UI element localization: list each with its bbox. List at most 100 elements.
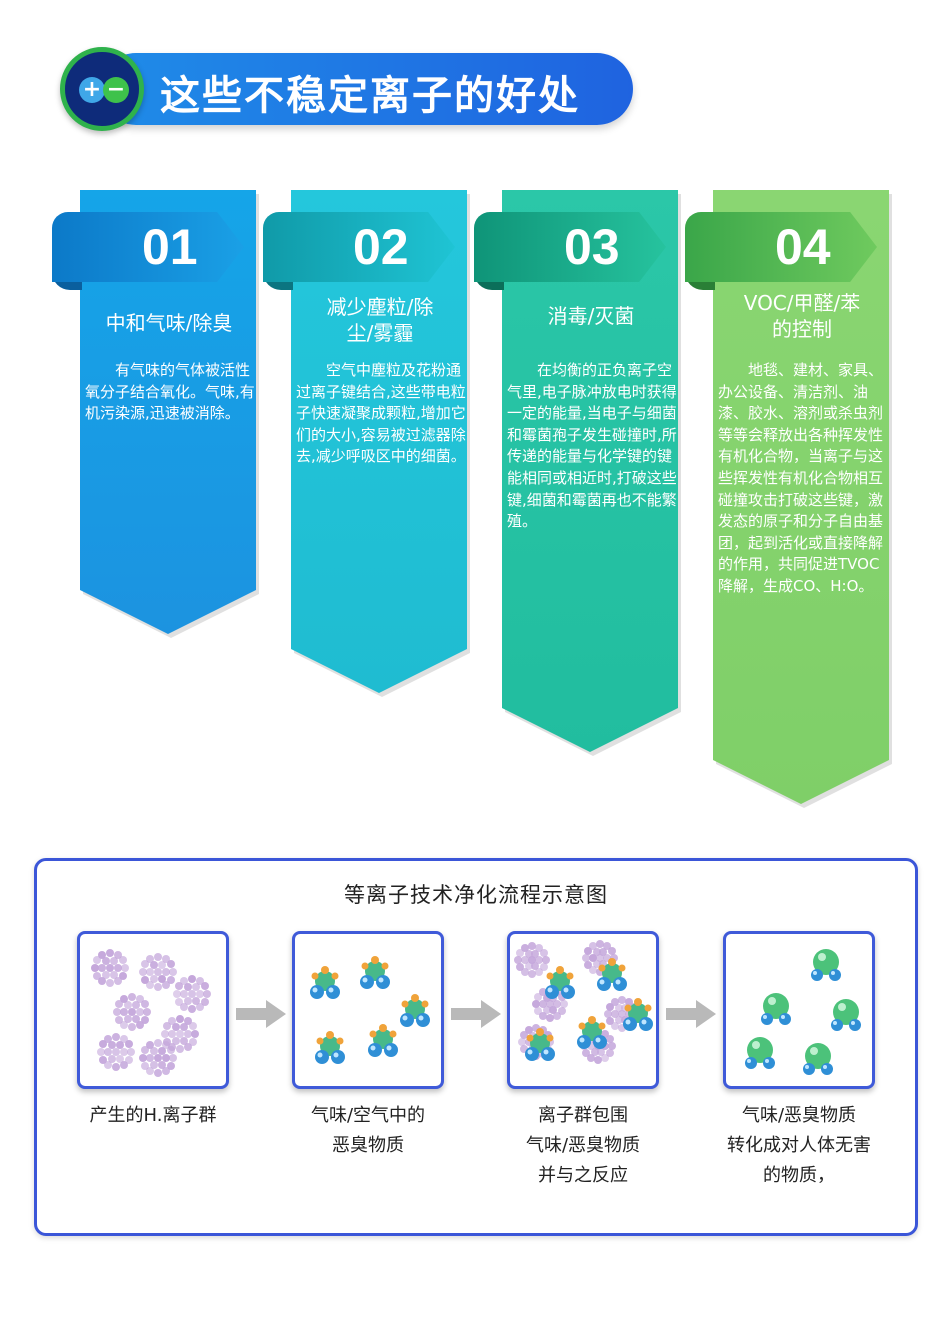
card-number: 03 (564, 214, 664, 280)
ion-dot (162, 1067, 170, 1075)
ion-dot (188, 1005, 196, 1013)
minus-icon: − (103, 77, 129, 103)
ion-dot (97, 1048, 105, 1056)
ion-dot (119, 956, 127, 964)
ion-dot (594, 1056, 602, 1064)
harmless-molecule-icon (756, 988, 796, 1028)
step-4-caption: 气味/恶臭物质 转化成对人体无害 的物质， (704, 1101, 894, 1191)
odor-molecule-icon (310, 1029, 350, 1069)
ion-dot (154, 953, 162, 961)
step-4-harmless-molecules-image (723, 931, 875, 1089)
ion-dot (120, 1061, 128, 1069)
harmless-molecule-icon (806, 944, 846, 984)
ion-dot (176, 1015, 184, 1023)
ion-dot (534, 1007, 542, 1015)
ion-dot (516, 963, 524, 971)
card-description: 在均衡的正负离子空气里,电子脉冲放电时获得一定的能量,当电子与细菌和霉菌孢子发生… (507, 360, 677, 533)
ion-dot (154, 1039, 162, 1047)
odor-molecule-icon (540, 964, 580, 1004)
odor-molecule-icon (618, 996, 658, 1036)
ion-dot (141, 976, 149, 984)
harmless-molecule-icon (740, 1032, 780, 1072)
ion-dot (121, 964, 129, 972)
card-number: 01 (142, 214, 242, 280)
ion-dot (176, 1045, 184, 1053)
step-3-caption: 离子群包围 气味/恶臭物质 并与之反应 (488, 1101, 678, 1191)
ion-dot (141, 1062, 149, 1070)
odor-molecule-icon (520, 1026, 560, 1066)
card-description: 地毯、建材、家具、办公设备、清洁剂、油漆、胶水、溶剂或杀虫剂等等会释放出各种挥发… (718, 360, 888, 598)
arrow-right-icon (666, 1000, 716, 1028)
ion-dot (115, 1016, 123, 1024)
ion-dot (553, 1012, 561, 1020)
ion-dot (139, 1054, 147, 1062)
ion-dot (203, 990, 211, 998)
ion-dot (128, 993, 136, 1001)
ion-dot (189, 1022, 197, 1030)
ion-dot (167, 960, 175, 968)
harmless-molecule-icon (826, 994, 866, 1034)
ion-dot (167, 1046, 175, 1054)
ion-dot (143, 1008, 151, 1016)
ion-dot (106, 979, 114, 987)
ion-dot (106, 949, 114, 957)
ion-dot (608, 947, 616, 955)
card-number: 02 (353, 214, 453, 280)
arrow-right-icon (451, 1000, 501, 1028)
ion-dot (162, 981, 170, 989)
step-1-ion-clusters-image (77, 931, 229, 1089)
ion-dot (540, 949, 548, 957)
ion-dot (112, 1033, 120, 1041)
ion-dot (112, 1063, 120, 1071)
step-2-caption: 气味/空气中的 恶臭物质 (273, 1101, 463, 1161)
ion-dot (169, 1054, 177, 1062)
arrow-right-icon (236, 1000, 286, 1028)
odor-molecule-icon (363, 1022, 403, 1062)
ion-dot (528, 970, 536, 978)
harmless-molecule-icon (798, 1038, 838, 1078)
card-title: 消毒/灭菌 (508, 303, 674, 329)
odor-molecule-icon (572, 1014, 612, 1054)
ion-dot (584, 961, 592, 969)
step-2-odor-molecules-image (292, 931, 444, 1089)
ion-dot (169, 968, 177, 976)
card-title: VOC/甲醛/苯的控制 (719, 290, 885, 342)
ion-dot (91, 964, 99, 972)
odor-molecule-icon (305, 964, 345, 1004)
ion-dot (154, 983, 162, 991)
ion-dot (184, 1043, 192, 1051)
ion-dot (196, 1003, 204, 1011)
ion-dot (154, 1069, 162, 1077)
process-panel: 等离子技术净化流程示意图 产生的H.离子群 气味/空气中的 恶臭物质 离子群包围… (34, 858, 918, 1236)
ion-dot (128, 1023, 136, 1031)
card-description: 空气中塵粒及花粉通过离子键结合,这些带电粒子快速凝聚成颗粒,增加它们的大小,容易… (296, 360, 466, 468)
step-1-caption: 产生的H.离子群 (58, 1101, 248, 1131)
ion-dot (175, 998, 183, 1006)
ion-dot (127, 1048, 135, 1056)
ion-dot (173, 990, 181, 998)
ion-dot (139, 968, 147, 976)
ion-dot (601, 1054, 609, 1062)
ion-dot (141, 1000, 149, 1008)
ion-dot (93, 972, 101, 980)
ion-dot (201, 982, 209, 990)
card-description: 有气味的气体被活性氧分子结合氧化。气味,有机污染源,迅速被消除。 (85, 360, 255, 425)
plus-minus-icon: + − (60, 47, 144, 131)
step-3-reaction-image (507, 931, 659, 1089)
odor-molecule-icon (592, 956, 632, 996)
card-number: 04 (775, 214, 875, 280)
ion-dot (546, 1014, 554, 1022)
ion-dot (188, 975, 196, 983)
ion-dot (114, 977, 122, 985)
card-title: 减少塵粒/除尘/雾霾 (297, 294, 463, 346)
odor-molecule-icon (355, 954, 395, 994)
plus-icon: + (79, 77, 105, 103)
ion-dot (99, 1056, 107, 1064)
page-header: 这些不稳定离子的好处 + − (60, 45, 635, 133)
ion-dot (191, 1030, 199, 1038)
process-title: 等离子技术净化流程示意图 (37, 879, 915, 909)
ion-dot (113, 1008, 121, 1016)
ion-dot (125, 1040, 133, 1048)
ion-dot (161, 1030, 169, 1038)
page-title: 这些不稳定离子的好处 (160, 63, 580, 121)
